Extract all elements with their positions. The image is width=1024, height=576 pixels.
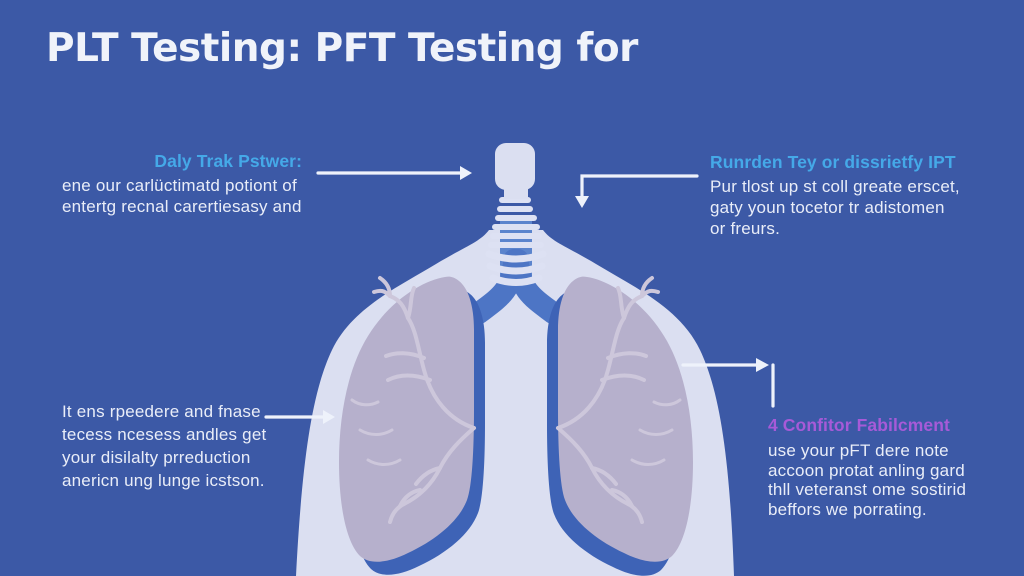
- annotation-bottom-right-heading: 4 Confitor Fabilcment: [768, 415, 950, 435]
- annotation-line: beffors we porrating.: [768, 499, 927, 519]
- larynx: [495, 143, 535, 199]
- annotation-top-right-heading: Runrden Tey or dissrietfy IPT: [710, 152, 956, 172]
- arrow-top-right: [575, 174, 699, 208]
- annotation-line: tecess ncesess andles get: [62, 425, 267, 444]
- annotation-line: ene our carlüctimatd potiont of: [62, 176, 297, 195]
- arrow-top-left: [316, 166, 472, 180]
- annotation-line: Pur tlost up st coll greate erscet,: [710, 177, 960, 196]
- annotation-top-left: Daly Trak Pstwer: ene our carlüctimatd p…: [62, 151, 302, 217]
- annotation-bottom-left: It ens rpeedere and fnase tecess ncesess…: [62, 400, 302, 492]
- annotation-line: anericn ung lunge icstson.: [62, 471, 265, 490]
- arrow-bottom-right: [681, 358, 775, 408]
- trachea-rings: [485, 197, 547, 286]
- annotation-line: entertg recnal carertiesasy and: [62, 197, 302, 216]
- annotation-top-left-heading: Daly Trak Pstwer:: [154, 151, 302, 171]
- annotation-line: use your pFT dere note: [768, 441, 949, 460]
- annotation-line: gaty youn tocetor tr adistomen: [710, 198, 945, 217]
- annotation-line: It ens rpeedere and fnase: [62, 402, 261, 421]
- annotation-line: your disilalty prreduction: [62, 448, 251, 467]
- annotation-line: accoon protat anling gard: [768, 460, 965, 480]
- annotation-arrows: [264, 166, 775, 424]
- page-title: PLT Testing: PFT Testing for: [46, 26, 638, 71]
- annotation-bottom-right: 4 Confitor Fabilcment use your pFT dere …: [768, 415, 1008, 519]
- arrow-bottom-left: [264, 410, 335, 424]
- annotation-line: or freurs.: [710, 219, 781, 238]
- annotation-top-right: Runrden Tey or dissrietfy IPT Pur tlost …: [710, 152, 985, 239]
- annotation-line: thll veteranst ome sostirid: [768, 480, 967, 499]
